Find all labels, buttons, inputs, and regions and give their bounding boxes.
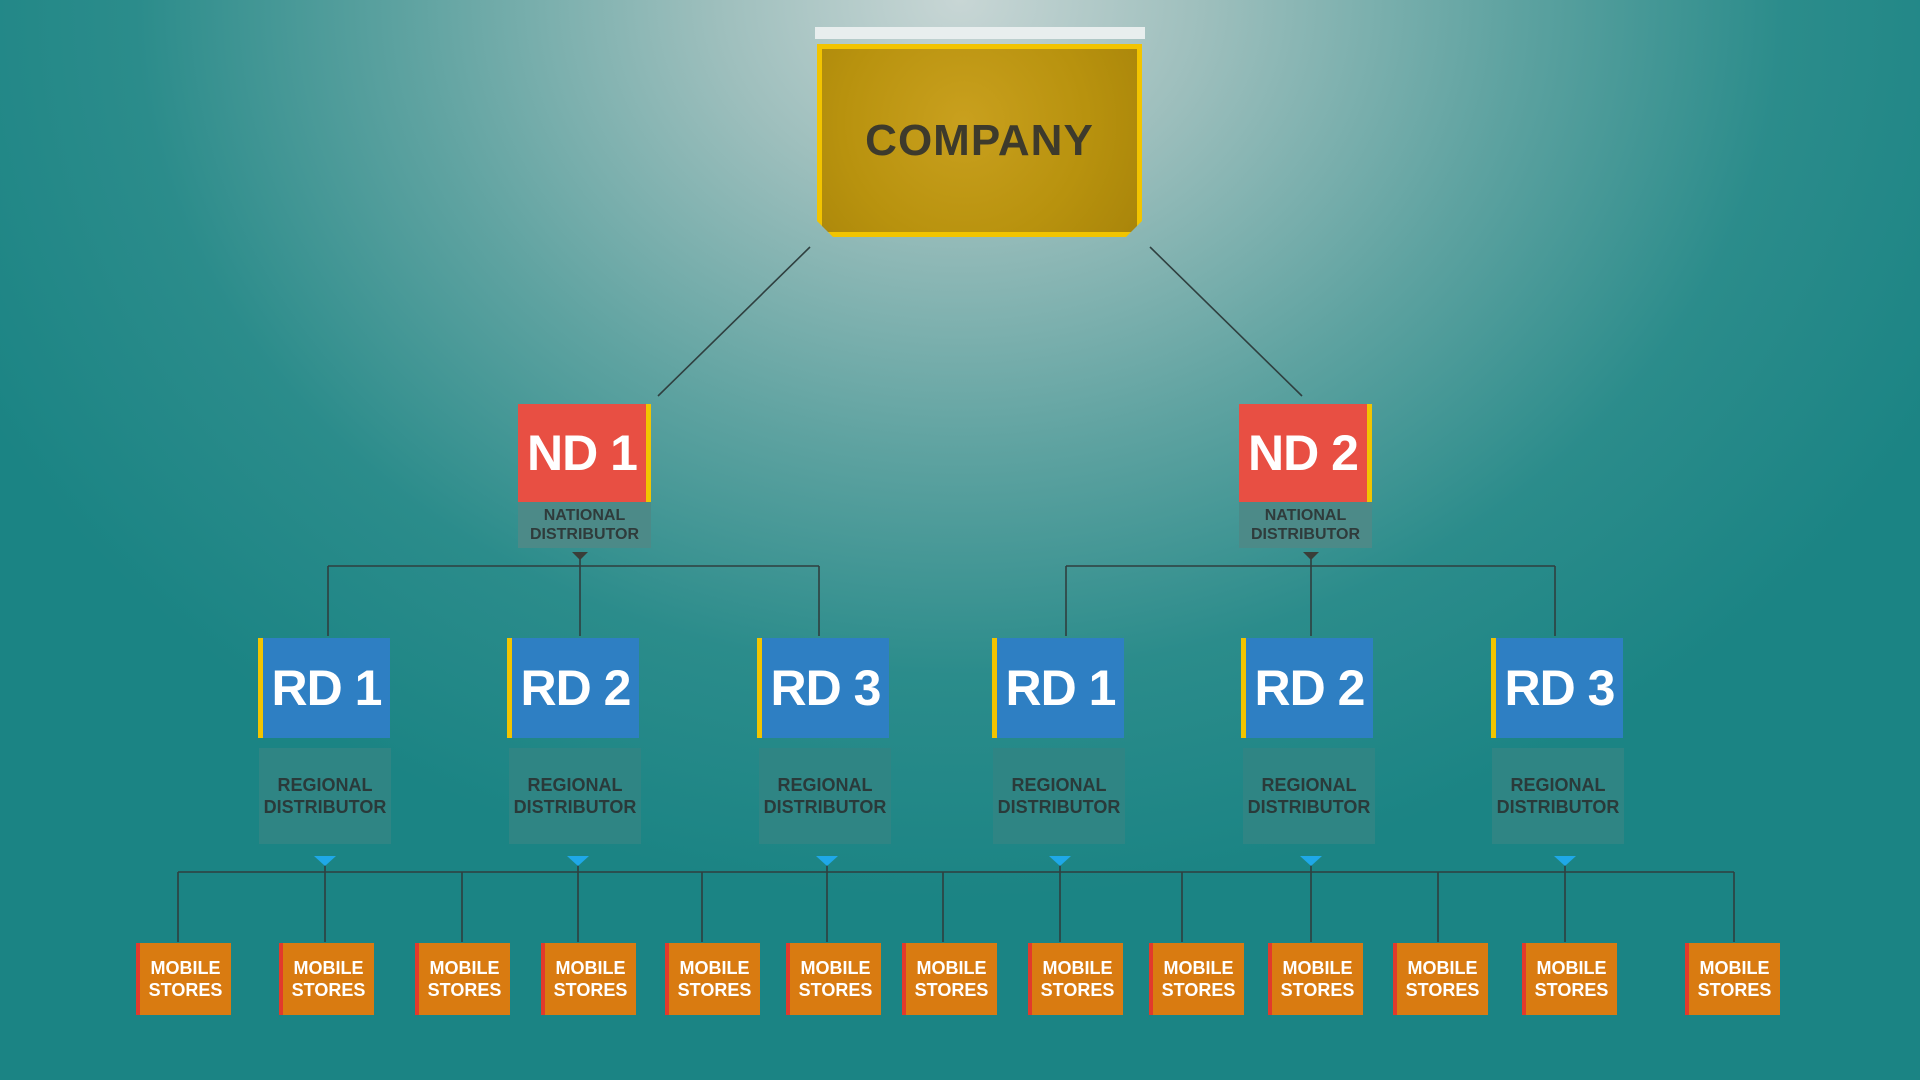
company-to-nd1-line	[657, 246, 811, 397]
mobile-store-10: MOBILE STORES	[1268, 943, 1363, 1015]
rd3a-role: REGIONAL DISTRIBUTOR	[763, 775, 887, 817]
rd3b-node: RD 3	[1491, 638, 1623, 738]
nd2-to-rd-lines	[1065, 552, 1556, 636]
nd1-node: ND 1	[518, 404, 651, 502]
rd3a-node: RD 3	[757, 638, 889, 738]
mobile-store-label: MOBILE STORES	[553, 958, 628, 1000]
company-top-strip	[815, 27, 1145, 39]
rd1a-code: RD 1	[271, 660, 383, 716]
mobile-store-label: MOBILE STORES	[148, 958, 223, 1000]
nd1-down-arrow	[572, 552, 588, 560]
mobile-store-8: MOBILE STORES	[1028, 943, 1123, 1015]
rd-to-store-lines	[177, 862, 1735, 942]
rd2a-down-arrow	[567, 856, 589, 866]
mobile-store-label: MOBILE STORES	[1534, 958, 1609, 1000]
rd3b-role: REGIONAL DISTRIBUTOR	[1496, 775, 1620, 817]
mobile-store-label: MOBILE STORES	[1161, 958, 1236, 1000]
rd2a-code: RD 2	[520, 660, 632, 716]
rd1a-role-box: REGIONAL DISTRIBUTOR	[259, 748, 391, 844]
rd1b-role-box: REGIONAL DISTRIBUTOR	[993, 748, 1125, 844]
rd1a-node: RD 1	[258, 638, 390, 738]
mobile-store-6: MOBILE STORES	[786, 943, 881, 1015]
nd2-role-box: NATIONAL DISTRIBUTOR	[1239, 502, 1372, 548]
rd1b-code: RD 1	[1005, 660, 1117, 716]
rd3b-down-arrow	[1554, 856, 1576, 866]
nd2-down-arrow	[1303, 552, 1319, 560]
rd1b-down-arrow	[1049, 856, 1071, 866]
mobile-store-11: MOBILE STORES	[1393, 943, 1488, 1015]
mobile-store-label: MOBILE STORES	[291, 958, 366, 1000]
mobile-store-3: MOBILE STORES	[415, 943, 510, 1015]
rd2b-role-box: REGIONAL DISTRIBUTOR	[1243, 748, 1375, 844]
rd2a-role: REGIONAL DISTRIBUTOR	[513, 775, 637, 817]
mobile-store-9: MOBILE STORES	[1149, 943, 1244, 1015]
rd2a-node: RD 2	[507, 638, 639, 738]
rd3a-down-arrow	[816, 856, 838, 866]
mobile-store-4: MOBILE STORES	[541, 943, 636, 1015]
rd2b-role: REGIONAL DISTRIBUTOR	[1247, 775, 1371, 817]
mobile-store-label: MOBILE STORES	[914, 958, 989, 1000]
mobile-store-label: MOBILE STORES	[1280, 958, 1355, 1000]
mobile-store-12: MOBILE STORES	[1522, 943, 1617, 1015]
rd3a-code: RD 3	[770, 660, 882, 716]
mobile-store-2: MOBILE STORES	[279, 943, 374, 1015]
rd2b-down-arrow	[1300, 856, 1322, 866]
rd1a-role: REGIONAL DISTRIBUTOR	[263, 775, 387, 817]
rd1b-role: REGIONAL DISTRIBUTOR	[997, 775, 1121, 817]
mobile-store-label: MOBILE STORES	[427, 958, 502, 1000]
mobile-store-label: MOBILE STORES	[1697, 958, 1772, 1000]
mobile-store-13: MOBILE STORES	[1685, 943, 1780, 1015]
nd2-code: ND 2	[1248, 425, 1359, 481]
nd1-role-box: NATIONAL DISTRIBUTOR	[518, 502, 651, 548]
rd3b-role-box: REGIONAL DISTRIBUTOR	[1492, 748, 1624, 844]
rd1b-node: RD 1	[992, 638, 1124, 738]
rd2b-code: RD 2	[1254, 660, 1366, 716]
company-to-nd2-line	[1149, 246, 1303, 397]
mobile-store-label: MOBILE STORES	[1040, 958, 1115, 1000]
rd2a-role-box: REGIONAL DISTRIBUTOR	[509, 748, 641, 844]
rd3b-code: RD 3	[1504, 660, 1616, 716]
mobile-store-7: MOBILE STORES	[902, 943, 997, 1015]
company-label: COMPANY	[865, 115, 1094, 165]
mobile-store-1: MOBILE STORES	[136, 943, 231, 1015]
mobile-store-5: MOBILE STORES	[665, 943, 760, 1015]
rd1a-down-arrow	[314, 856, 336, 866]
company-node: COMPANY	[817, 44, 1142, 237]
rd2b-node: RD 2	[1241, 638, 1373, 738]
rd3a-role-box: REGIONAL DISTRIBUTOR	[759, 748, 891, 844]
mobile-store-label: MOBILE STORES	[1405, 958, 1480, 1000]
nd1-code: ND 1	[527, 425, 638, 481]
nd2-node: ND 2	[1239, 404, 1372, 502]
nd1-role: NATIONAL DISTRIBUTOR	[529, 507, 640, 543]
nd1-to-rd-lines	[327, 552, 820, 636]
mobile-store-label: MOBILE STORES	[798, 958, 873, 1000]
nd2-role: NATIONAL DISTRIBUTOR	[1250, 507, 1361, 543]
mobile-store-label: MOBILE STORES	[677, 958, 752, 1000]
